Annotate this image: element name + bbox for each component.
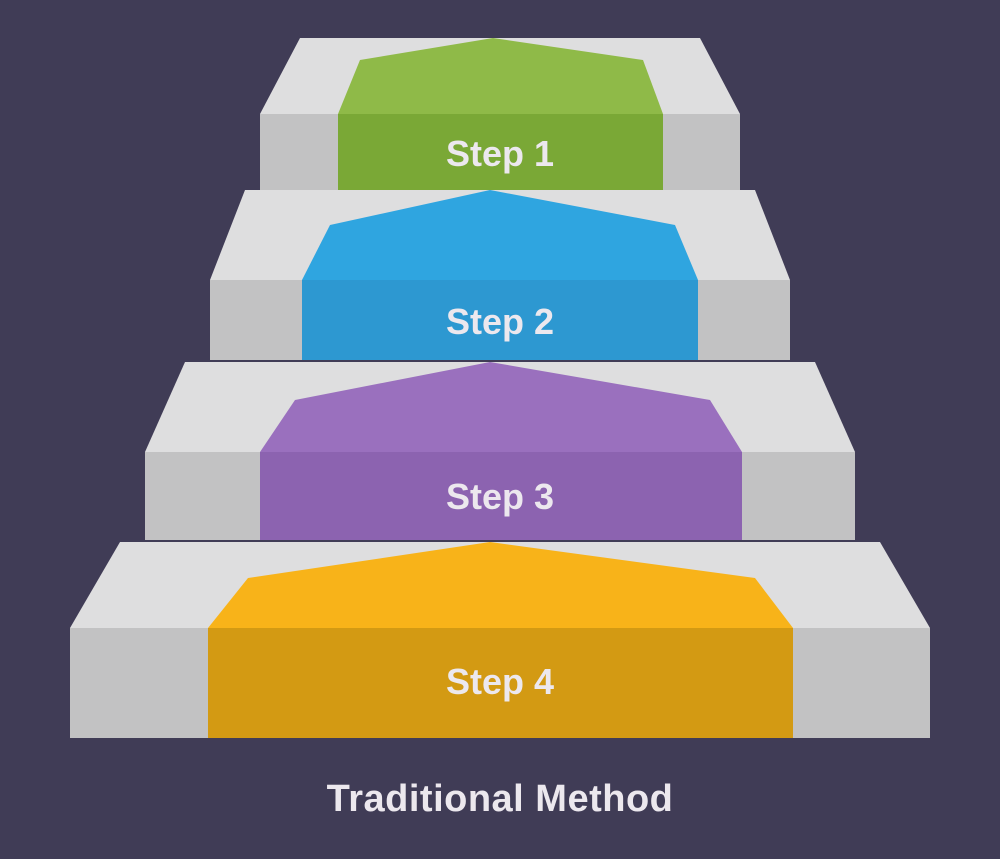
- stair-step-1: Step 1: [260, 38, 740, 190]
- step-4-label: Step 4: [446, 661, 554, 702]
- step-1-block-front: [338, 114, 663, 190]
- diagram-caption: Traditional Method: [326, 778, 674, 820]
- stair-step-3: Step 3: [145, 362, 855, 540]
- step-4-block-front: [208, 628, 793, 738]
- stair-step-2: Step 2: [210, 190, 790, 360]
- step-1-label: Step 1: [446, 133, 554, 174]
- step-2-arrow-top: [302, 190, 698, 280]
- step-4-arrow-top: [208, 542, 793, 628]
- step-3-arrow-top: [260, 362, 742, 452]
- step-1-arrow-top: [338, 38, 663, 114]
- stair-step-4: Step 4: [70, 542, 930, 738]
- step-3-label: Step 3: [446, 476, 554, 517]
- step-2-label: Step 2: [446, 301, 554, 342]
- stairs-graphic: Step 1 Step 2 Step 3 Step 4: [70, 38, 930, 738]
- step-3-block-front: [260, 452, 742, 540]
- step-2-block-front: [302, 280, 698, 360]
